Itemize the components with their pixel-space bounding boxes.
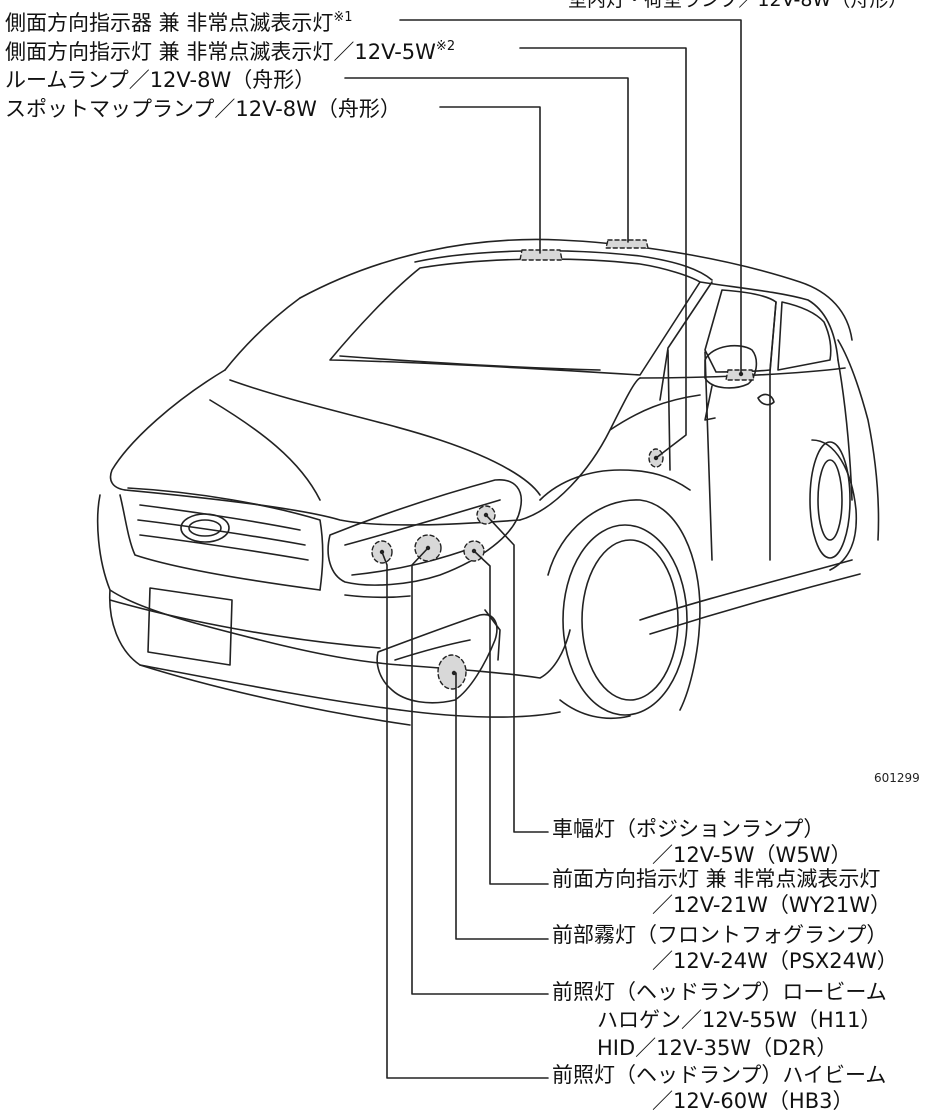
- label-room-lamp: ルームランプ／12V-8W（舟形）: [5, 67, 315, 93]
- label-low-beam: 前照灯（ヘッドランプ）ロービーム ハロゲン／12V-55W（H11） HID／1…: [552, 978, 887, 1062]
- label-line: 前照灯（ヘッドランプ）ハイビーム: [552, 1063, 887, 1087]
- leader-side-turn-signal-2: [519, 47, 687, 459]
- leader-front-turn-signal: [473, 550, 549, 885]
- label-position-lamp: 車幅灯（ポジションランプ） ／12V-5W（W5W）: [552, 816, 851, 868]
- leader-low-beam: [411, 547, 549, 995]
- footnote-mark: ※2: [435, 39, 456, 54]
- leader-high-beam: [381, 551, 549, 1079]
- marker-room-lamp: [605, 239, 649, 249]
- footnote-mark: ※1: [333, 10, 353, 25]
- label-high-beam: 前照灯（ヘッドランプ）ハイビーム ／12V-60W（HB3）: [552, 1062, 886, 1114]
- label-line: 前照灯（ヘッドランプ）ロービーム: [552, 980, 887, 1004]
- leader-side-turn-signal-1: [399, 19, 742, 375]
- figure-number: 601299: [874, 771, 920, 785]
- leader-lines: [344, 19, 744, 1079]
- leader-position-lamp: [485, 514, 549, 833]
- car-body: [96, 238, 880, 726]
- bulb-markers: [371, 239, 755, 690]
- top-partial-label: 室内灯・荷室ランプ／12V-8W（舟形）: [568, 0, 908, 11]
- label-line: ／12V-24W（PSX24W）: [652, 949, 898, 973]
- label-front-turn-signal: 前面方向指示灯 兼 非常点滅表示灯 ／12V-21W（WY21W）: [552, 866, 891, 918]
- label-line: ハロゲン／12V-55W（H11）: [597, 1008, 882, 1032]
- label-line: ／12V-60W（HB3）: [652, 1089, 854, 1113]
- label-line: 車幅灯（ポジションランプ）: [552, 817, 825, 841]
- label-text: 側面方向指示灯 兼 非常点滅表示灯／12V-5W: [5, 40, 436, 64]
- label-text: スポットマップランプ／12V-8W（舟形）: [5, 97, 401, 121]
- leader-fog-lamp: [453, 672, 549, 940]
- label-line: 前部霧灯（フロントフォグランプ）: [552, 923, 888, 947]
- label-text: ルームランプ／12V-8W（舟形）: [5, 68, 316, 92]
- label-side-turn-signal-1: 側面方向指示器 兼 非常点滅表示灯※1: [5, 10, 353, 36]
- label-front-fog-lamp: 前部霧灯（フロントフォグランプ） ／12V-24W（PSX24W）: [552, 922, 898, 974]
- marker-fog-lamp: [437, 654, 467, 690]
- label-line: ／12V-21W（WY21W）: [652, 893, 891, 917]
- label-side-turn-signal-2: 側面方向指示灯 兼 非常点滅表示灯／12V-5W※2: [5, 39, 455, 65]
- leader-spot-map-lamp: [439, 106, 541, 254]
- label-line: 前面方向指示灯 兼 非常点滅表示灯: [552, 867, 881, 891]
- label-line: ／12V-5W（W5W）: [652, 843, 852, 867]
- label-spot-map-lamp: スポットマップランプ／12V-8W（舟形）: [5, 96, 401, 122]
- marker-spot-map-lamp: [519, 249, 563, 261]
- leader-room-lamp: [344, 77, 629, 243]
- label-text: 側面方向指示器 兼 非常点滅表示灯: [5, 11, 334, 35]
- label-line: HID／12V-35W（D2R）: [597, 1036, 838, 1060]
